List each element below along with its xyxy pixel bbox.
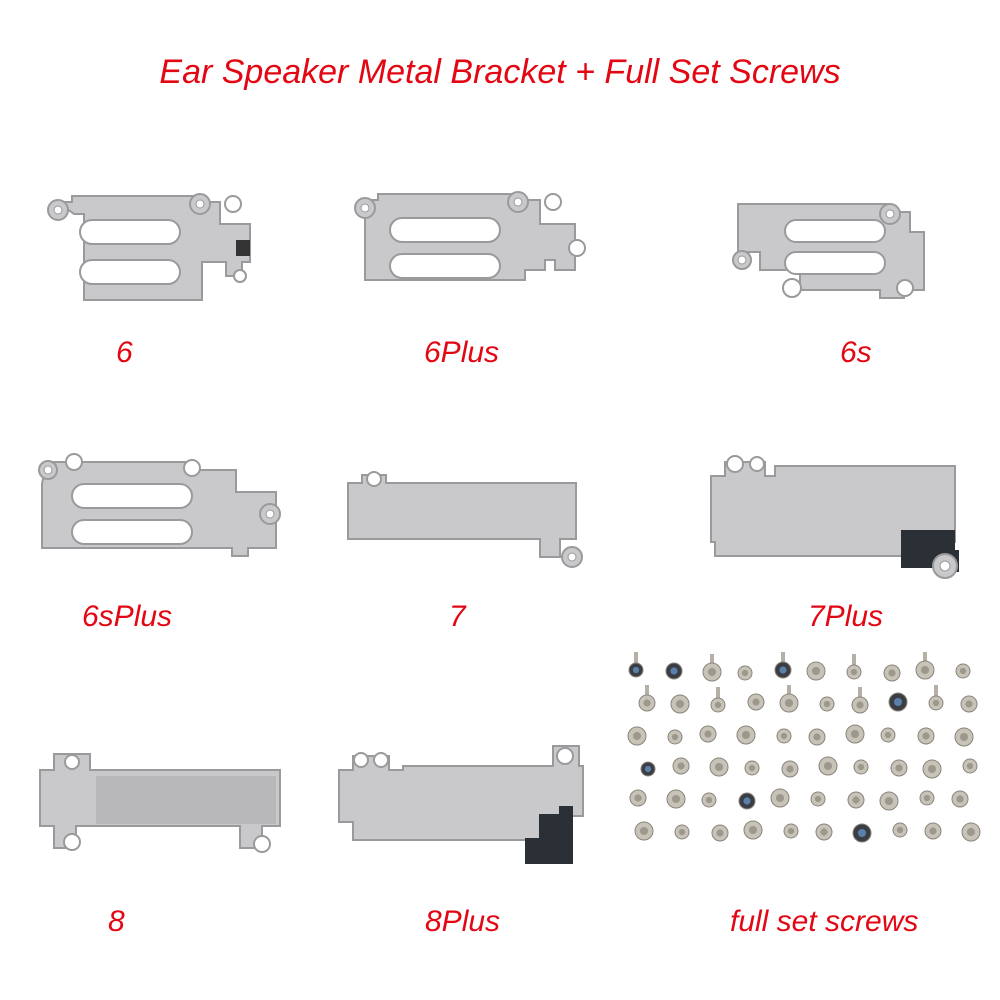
- screw-icon: [699, 725, 717, 743]
- label-8: 8: [108, 905, 125, 938]
- screw-icon: [919, 790, 935, 806]
- screw-icon: [736, 725, 756, 745]
- screw-icon: [928, 685, 944, 711]
- screw-icon: [892, 822, 908, 838]
- screw-icon: [951, 790, 969, 808]
- bracket-8plus-icon: [333, 740, 603, 870]
- screw-icon: [701, 792, 717, 808]
- screw-icon: [640, 761, 656, 777]
- screw-icon: [880, 727, 896, 743]
- screw-icon: [890, 759, 908, 777]
- screw-icon: [815, 823, 833, 841]
- screw-icon: [852, 823, 872, 843]
- screw-icon: [629, 789, 647, 807]
- label-6splus: 6sPlus: [82, 600, 173, 633]
- screw-icon: [665, 662, 683, 680]
- screw-icon: [810, 791, 826, 807]
- screw-icon: [961, 822, 981, 842]
- screw-icon: [847, 791, 865, 809]
- bracket-6s-icon: [730, 190, 960, 310]
- screw-icon: [674, 824, 690, 840]
- bracket-7-icon: [340, 465, 590, 585]
- screw-icon: [962, 758, 978, 774]
- screw-icon: [954, 727, 974, 747]
- screw-icon: [743, 820, 763, 840]
- screw-icon: [774, 652, 792, 679]
- screw-icon: [879, 791, 899, 811]
- screw-icon: [808, 728, 826, 746]
- screw-icon: [711, 824, 729, 842]
- screw-icon: [851, 687, 869, 714]
- screw-icon: [666, 789, 686, 809]
- screw-icon: [710, 687, 726, 713]
- screw-icon: [634, 821, 654, 841]
- screw-icon: [915, 652, 935, 680]
- screw-icon: [955, 663, 971, 679]
- screw-icon: [738, 792, 756, 810]
- screw-icon: [819, 696, 835, 712]
- label-7plus: 7Plus: [808, 600, 884, 633]
- screw-icon: [638, 685, 656, 712]
- screw-icon: [846, 654, 862, 680]
- screw-icon: [770, 788, 790, 808]
- label-7: 7: [449, 600, 466, 633]
- label-6plus: 6Plus: [424, 336, 500, 369]
- label-6: 6: [116, 336, 133, 369]
- screw-icon: [924, 822, 942, 840]
- screw-icon: [883, 664, 901, 682]
- screw-icon: [747, 693, 765, 711]
- screw-icon: [744, 760, 760, 776]
- screw-icon: [737, 665, 753, 681]
- bracket-8-icon: [30, 740, 290, 875]
- label-full-set-screws: full set screws: [730, 905, 919, 938]
- page-title: Ear Speaker Metal Bracket + Full Set Scr…: [159, 53, 841, 91]
- screw-icon: [628, 652, 644, 678]
- screw-icon: [888, 692, 908, 712]
- screw-icon: [845, 724, 865, 744]
- label-8plus: 8Plus: [425, 905, 501, 938]
- screw-icon: [672, 757, 690, 775]
- screw-icon: [779, 685, 799, 713]
- bracket-6plus-icon: [345, 180, 595, 310]
- screw-icon: [776, 728, 792, 744]
- screw-icon: [960, 695, 978, 713]
- screw-icon: [667, 729, 683, 745]
- screw-icon: [783, 823, 799, 839]
- screw-icon: [781, 760, 799, 778]
- bracket-6splus-icon: [32, 448, 287, 578]
- screw-icon: [702, 654, 722, 682]
- screw-icon: [670, 694, 690, 714]
- screw-icon: [853, 759, 869, 775]
- screw-icon: [922, 759, 942, 779]
- bracket-6-icon: [40, 180, 270, 310]
- screw-icon: [806, 661, 826, 681]
- screw-icon: [818, 756, 838, 776]
- bracket-7plus-icon: [705, 450, 970, 590]
- screw-icon: [627, 726, 647, 746]
- screws-set-icon: [620, 650, 990, 865]
- screw-icon: [917, 727, 935, 745]
- label-6s: 6s: [840, 336, 872, 369]
- screw-icon: [709, 757, 729, 777]
